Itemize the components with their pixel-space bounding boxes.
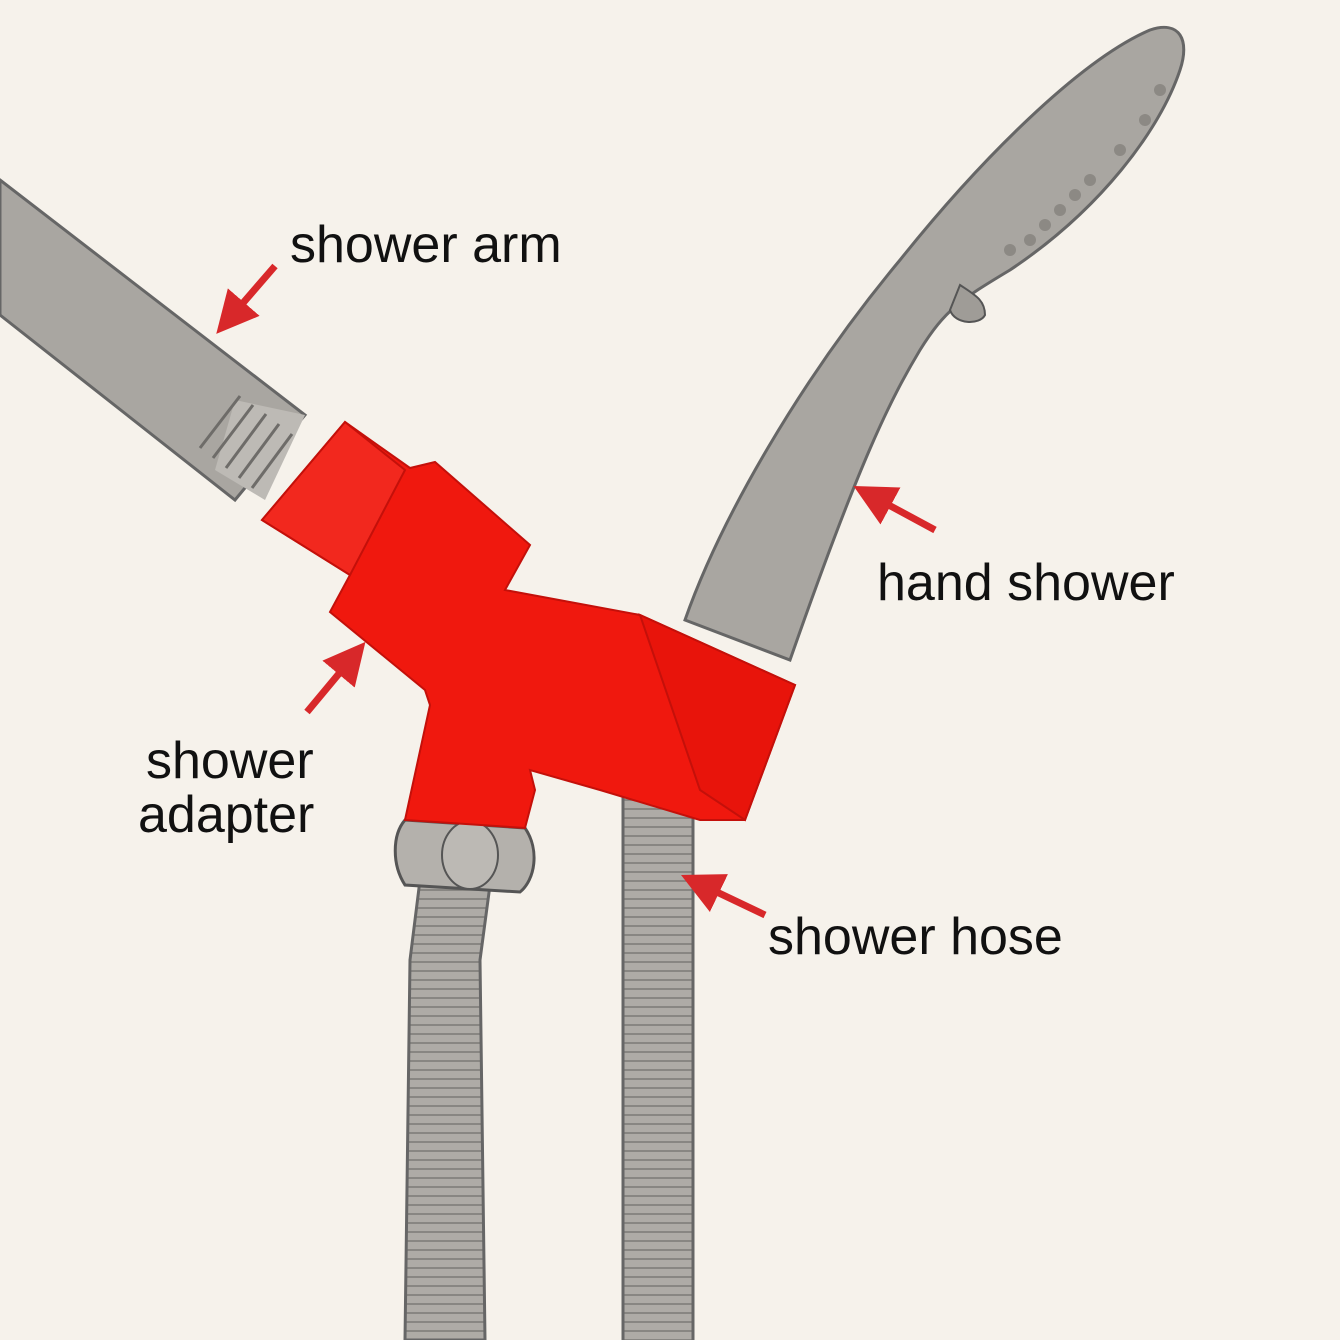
left-hose (403, 878, 492, 1340)
arrow-hand-shower (853, 486, 937, 534)
arrow-shower-arm (216, 263, 278, 334)
label-hand-shower: hand shower (877, 554, 1175, 612)
hand-shower (683, 25, 1186, 662)
shower-adapter (260, 420, 797, 830)
spray-nozzles (1004, 84, 1166, 256)
right-hose (621, 788, 695, 1340)
arrow-shower-hose (681, 874, 767, 919)
hex-nut (393, 818, 536, 894)
arrow-shower-adapter (304, 641, 366, 715)
callout-arrows (216, 263, 937, 919)
label-shower-adapter-line1: shower (146, 732, 314, 790)
label-shower-adapter-line2: adapter (138, 786, 315, 844)
label-shower-arm: shower arm (290, 216, 562, 274)
arm-thread (198, 395, 294, 489)
label-shower-hose: shower hose (768, 908, 1063, 966)
shower-arm (0, 178, 308, 503)
